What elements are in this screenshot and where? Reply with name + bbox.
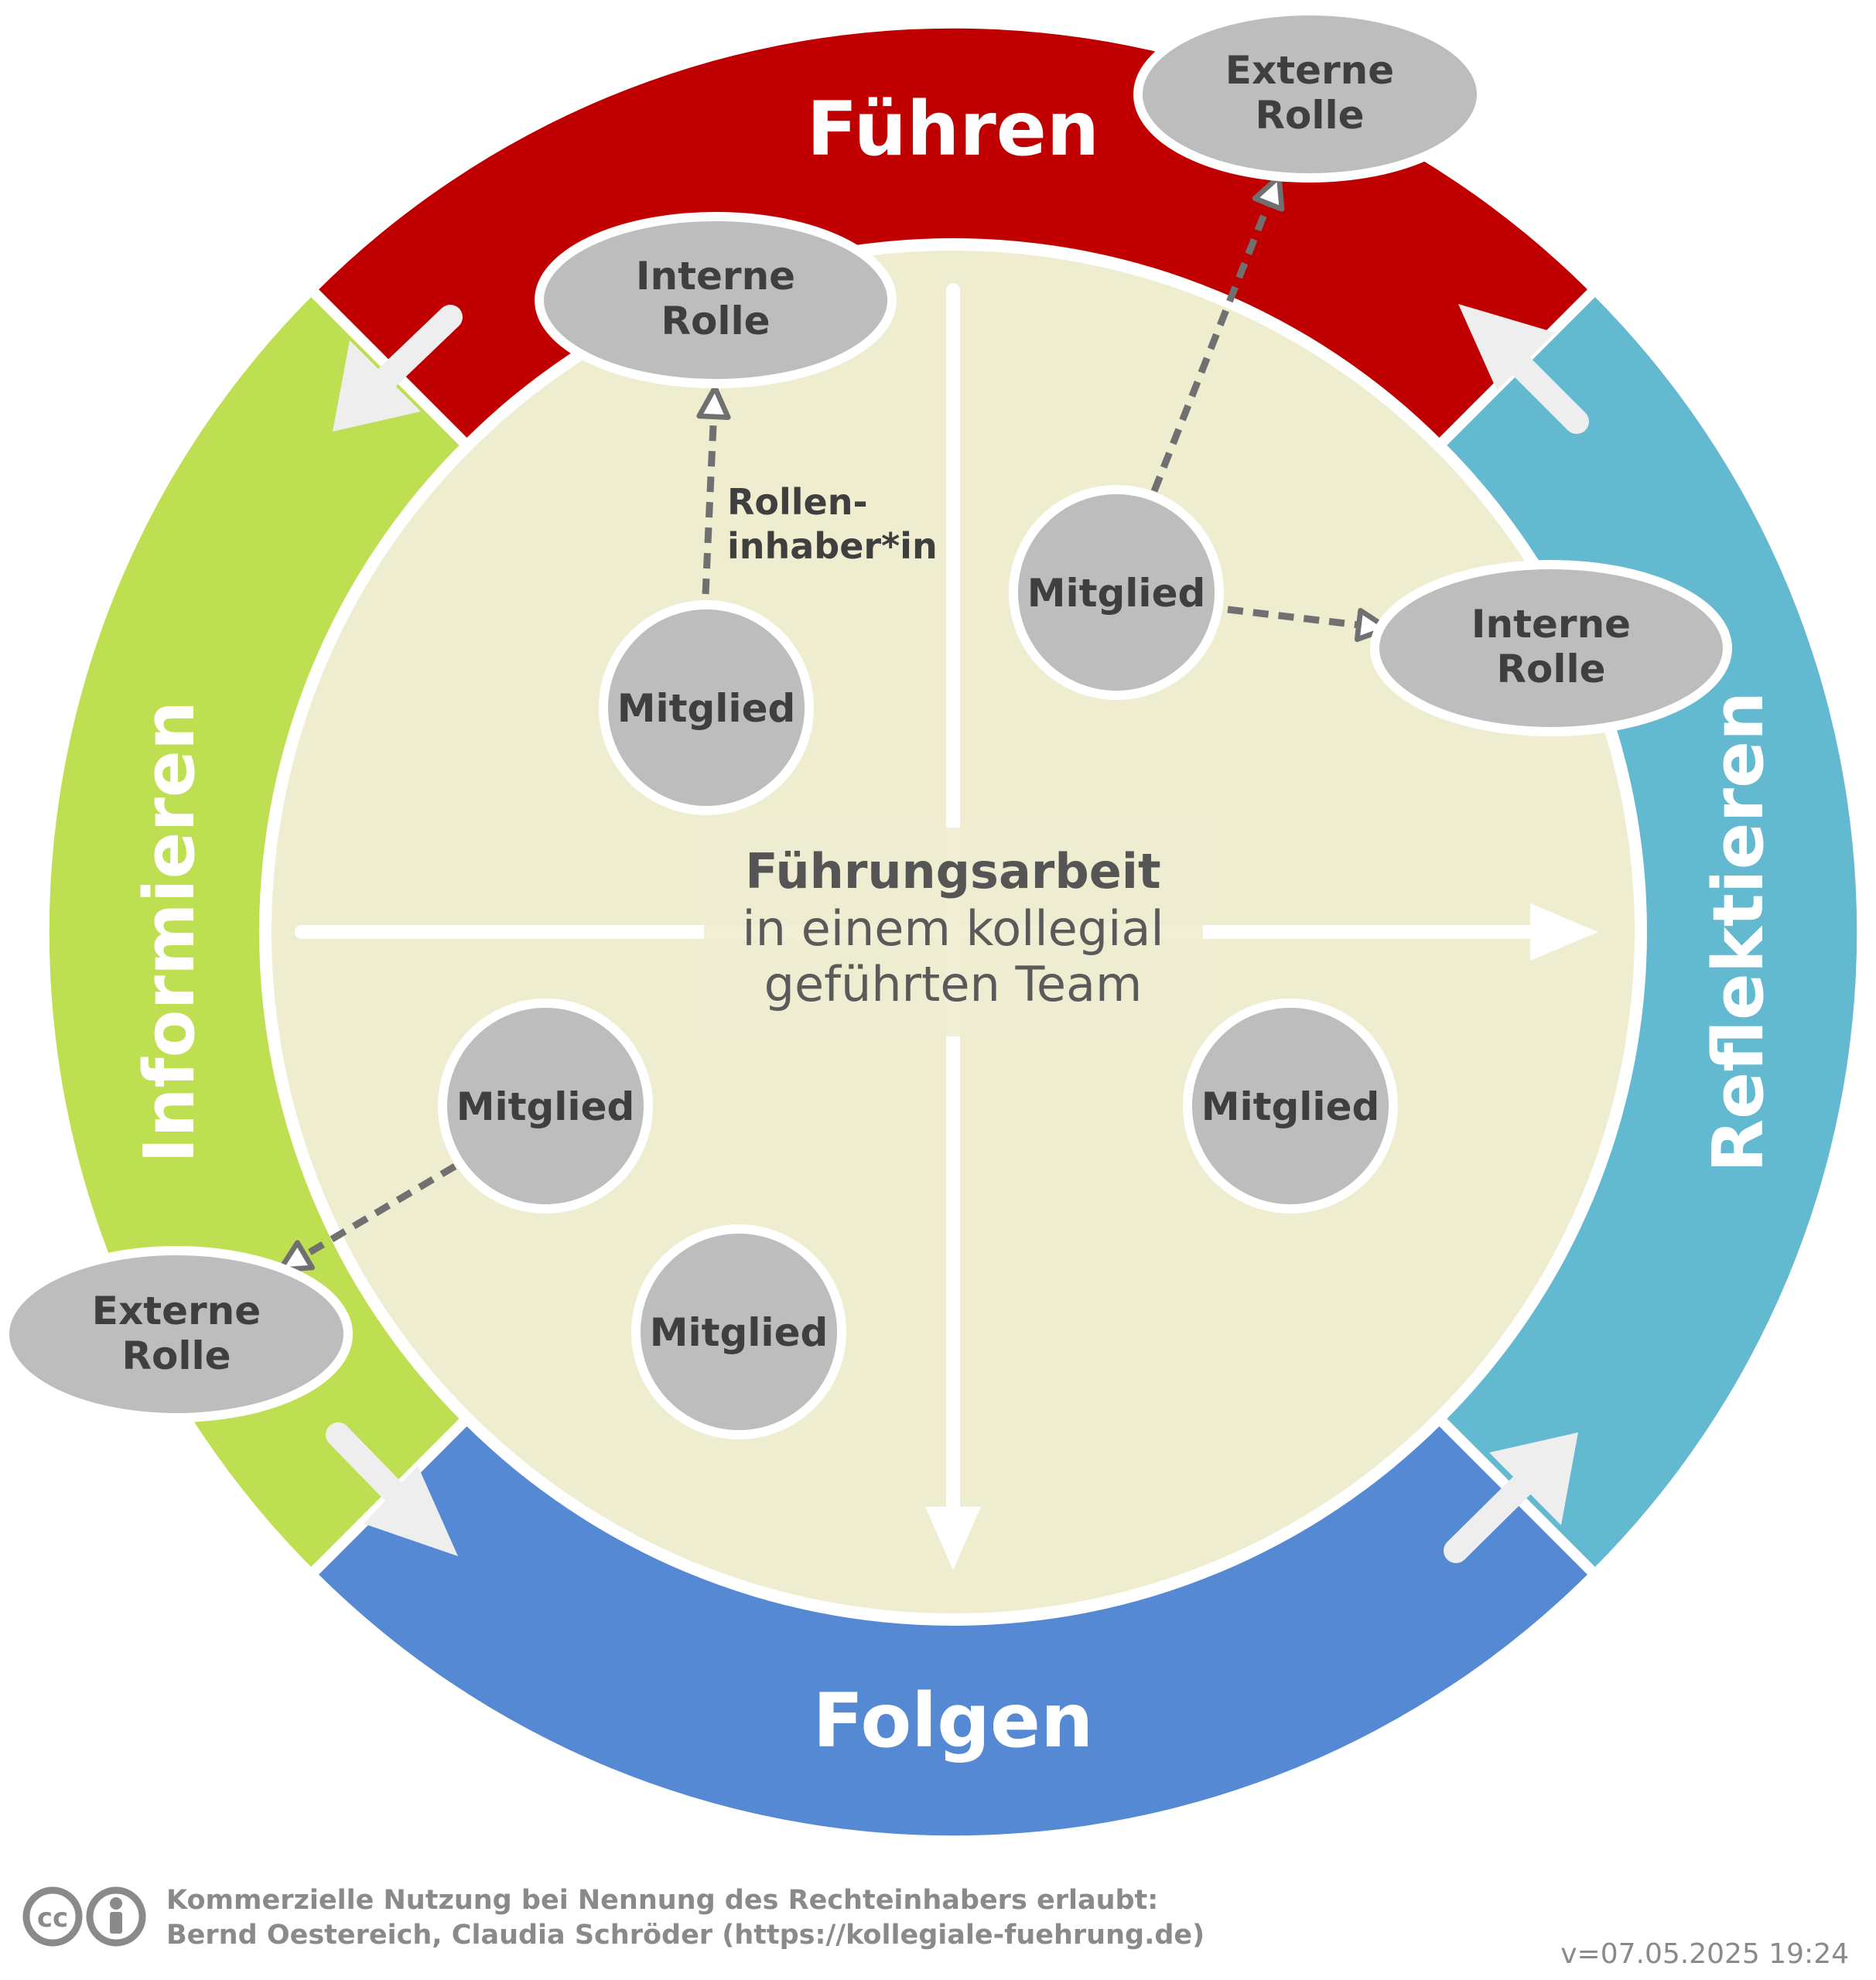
cycle-arrow-folgen	[326, 1422, 458, 1556]
role-label-line-2: Rolle	[1496, 647, 1605, 691]
label-fuehren: Führen	[807, 86, 1099, 172]
member-node-1: Mitglied	[599, 600, 814, 815]
cc-icon-text: cc	[37, 1903, 68, 1934]
role-label-line-1: Interne	[1471, 602, 1631, 647]
center-line-2: in einem kollegial	[742, 900, 1164, 957]
member-label: Mitglied	[1201, 1084, 1380, 1129]
role-links	[277, 174, 1391, 1273]
cycle-arrow-reflektieren	[1444, 1432, 1578, 1563]
cycle-arrow-fuehren	[1458, 304, 1589, 434]
link-member-to-external-left	[277, 1163, 457, 1273]
role-label-line-2: Rolle	[1255, 93, 1364, 138]
version-stamp: v=07.05.2025 19:24	[1560, 1938, 1849, 1970]
member-label: Mitglied	[650, 1310, 829, 1355]
center-title: Führungsarbeit	[745, 843, 1160, 900]
label-informieren: Informieren	[129, 701, 210, 1163]
role-label-line-2: Rolle	[121, 1333, 231, 1378]
cc-icon: cc	[22, 1886, 83, 1947]
link-member-to-internal-top	[696, 384, 731, 595]
member-node-3: Mitglied	[438, 999, 653, 1214]
member-node-4: Mitglied	[1183, 999, 1398, 1214]
cycle-arrow-informieren	[333, 305, 463, 432]
center-line-3: geführten Team	[764, 956, 1143, 1012]
role-holder-label-1: Rollen-	[727, 481, 868, 523]
member-node-2: Mitglied	[1009, 485, 1224, 700]
label-folgen: Folgen	[813, 1678, 1094, 1764]
axis-horizontal-head	[1530, 903, 1598, 961]
member-node-5: Mitglied	[631, 1224, 846, 1439]
segment-folgen	[315, 1422, 1591, 1836]
member-label: Mitglied	[456, 1084, 635, 1129]
member-label: Mitglied	[617, 686, 796, 731]
cycle-arrows	[326, 304, 1589, 1563]
center-label-backdrop	[704, 828, 1203, 1036]
axis-vertical-head	[925, 1507, 981, 1570]
role-external-top: Externe Rolle	[1133, 6, 1486, 183]
link-member-to-external-top	[1150, 174, 1285, 493]
label-reflektieren: Reflektieren	[1698, 691, 1779, 1173]
role-label-line-1: Externe	[1225, 48, 1394, 93]
member-label: Mitglied	[1027, 571, 1206, 616]
role-label-line-1: Externe	[92, 1289, 261, 1333]
role-holder-label-2: inhaber*in	[727, 525, 938, 567]
link-member-to-internal-right	[1227, 606, 1391, 643]
role-label-line-1: Interne	[636, 254, 795, 299]
license-line-1: Kommerzielle Nutzung bei Nennung des Rec…	[166, 1885, 1158, 1916]
role-external-left: Externe Rolle	[0, 1246, 353, 1422]
by-person-icon	[86, 1886, 146, 1947]
role-label-line-2: Rolle	[661, 299, 770, 343]
role-internal-top: Interne Rolle	[535, 212, 897, 388]
license-line-2: Bernd Oestereich, Claudia Schröder (http…	[166, 1920, 1205, 1951]
segment-reflektieren	[1443, 293, 1857, 1571]
role-internal-right: Interne Rolle	[1370, 560, 1732, 736]
